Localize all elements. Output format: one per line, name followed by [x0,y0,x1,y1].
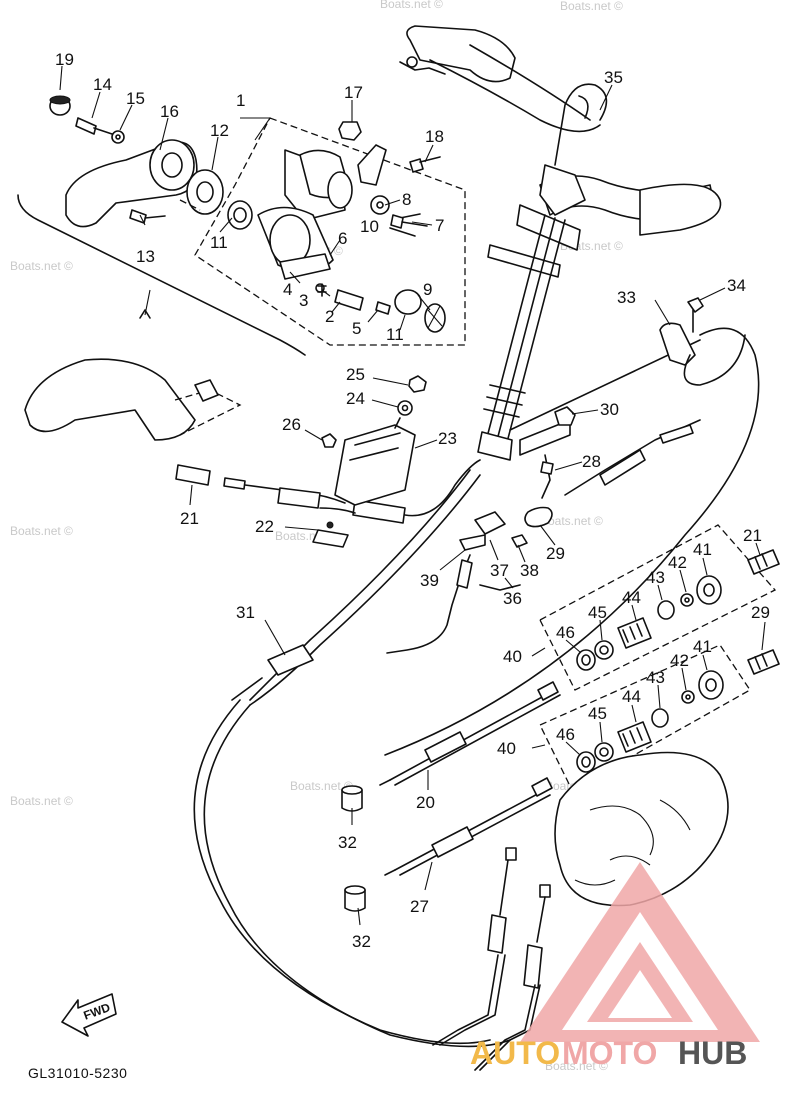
callout-label: 21 [743,526,762,545]
callout-label: 5 [352,319,361,338]
callout-label: 20 [416,793,435,812]
throttle-assembly [24,358,481,548]
callout-label: 27 [410,897,429,916]
fwd-arrow: FWD [61,993,117,1037]
engine-assembly [432,751,729,1071]
cover-assembly [321,375,427,506]
callout-label: 32 [352,932,371,951]
handlebar-assembly [399,25,722,461]
brand-logo: AUTO MOTO HUB [470,862,760,1071]
callout-label: 3 [299,291,308,310]
callout-label: 4 [283,280,292,299]
lever-assembly [17,95,306,356]
callout-label: 7 [435,216,444,235]
callout-label: 24 [346,389,365,408]
callout-label: 29 [751,603,770,622]
callout-label: 9 [423,280,432,299]
brand-part-1: AUTO [470,1035,560,1071]
callout-label: 35 [604,68,623,87]
callout-label: 32 [338,833,357,852]
callout-label: 16 [160,102,179,121]
brand-part-3: HUB [678,1035,747,1071]
callout-label: 38 [520,561,539,580]
diagram-code: GL31010-5230 [28,1065,127,1081]
callout-label: 13 [136,247,155,266]
callout-label: 40 [503,647,522,666]
callout-label: 18 [425,127,444,146]
callout-label: 15 [126,89,145,108]
switch-assembly [194,117,466,346]
callout-label: 25 [346,365,365,384]
callout-label: 43 [646,568,665,587]
callout-label: 17 [344,83,363,102]
callout-label: 6 [338,229,347,248]
callout-label: 36 [503,589,522,608]
callout-label: 40 [497,739,516,758]
callout-label: 1 [236,91,245,110]
callout-label: 28 [582,452,601,471]
callout-label: 42 [668,553,687,572]
center-cables [193,469,528,1048]
callout-label: 37 [490,561,509,580]
watermark: Boats.net © [10,794,73,808]
brand-part-2: MOTO [562,1035,657,1071]
callout-label: 44 [622,687,641,706]
callout-label: 29 [546,544,565,563]
callout-label: 11 [210,233,228,252]
callout-label: 2 [325,307,334,326]
callout-label: 21 [180,509,199,528]
callout-label: 45 [588,704,607,723]
bracket-assembly [384,297,760,756]
callout-label: 34 [727,276,746,295]
callout-label: 30 [600,400,619,419]
shift-cable-kit-lower [539,644,780,791]
cables-20-27 [341,681,561,912]
callout-label: 39 [420,571,439,590]
watermark: Boats.net © [540,514,603,528]
callout-labels: 19 14 15 16 12 1 17 18 35 8 7 10 6 11 13… [55,50,770,951]
callout-label: 41 [693,637,712,656]
callout-label: 46 [556,623,575,642]
callout-label: 19 [55,50,74,69]
callout-label: 22 [255,517,274,536]
callout-label: 45 [588,603,607,622]
watermark: Boats.net © [380,0,443,11]
watermark: Boats.net © [290,779,353,793]
callout-label: 44 [622,588,641,607]
watermark: Boats.net © [560,0,623,13]
callout-label: 23 [438,429,457,448]
callout-label: 12 [210,121,229,140]
callout-label: 33 [617,288,636,307]
callout-label: 43 [646,668,665,687]
callout-label: 26 [282,415,301,434]
callout-label: 31 [236,603,255,622]
leader-lines [59,65,766,926]
watermark: Boats.net © [10,259,73,273]
callout-label: 41 [693,540,712,559]
callout-label: 42 [670,651,689,670]
callout-label: 10 [360,217,379,236]
shift-cable-kit-upper [539,524,780,691]
callout-label: 46 [556,725,575,744]
watermark: Boats.net © [545,1059,608,1073]
callout-label: 8 [402,190,411,209]
watermark: Boats.net © [10,524,73,538]
callout-label: 14 [93,75,112,94]
callout-label: 11 [386,325,404,344]
